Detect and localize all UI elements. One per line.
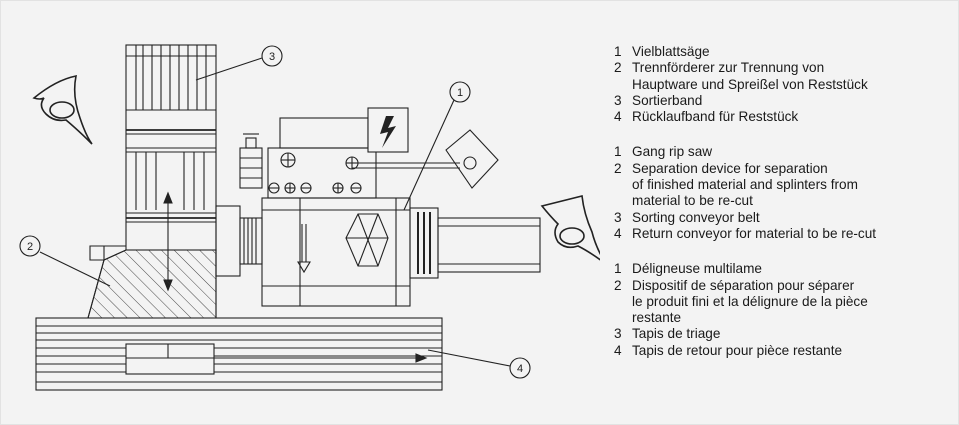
sorting-conveyor-tower (125, 44, 217, 292)
svg-text:1: 1 (457, 87, 463, 99)
callout-3: 3 (195, 45, 283, 81)
callout-1: 1 (403, 81, 471, 211)
callout-2: 2 (19, 235, 111, 287)
machine-drawing: 1 2 3 4 (19, 44, 600, 391)
hand-pointer-icon (32, 74, 93, 145)
return-conveyor (35, 317, 443, 391)
callout-4: 4 (427, 349, 531, 379)
gang-rip-saw (215, 117, 541, 307)
svg-text:3: 3 (269, 51, 275, 63)
hand-pointer-icon (540, 195, 600, 261)
separation-device (87, 245, 217, 319)
svg-text:2: 2 (27, 241, 33, 253)
lightning-warning-icon (367, 107, 409, 153)
svg-text:4: 4 (517, 363, 523, 375)
